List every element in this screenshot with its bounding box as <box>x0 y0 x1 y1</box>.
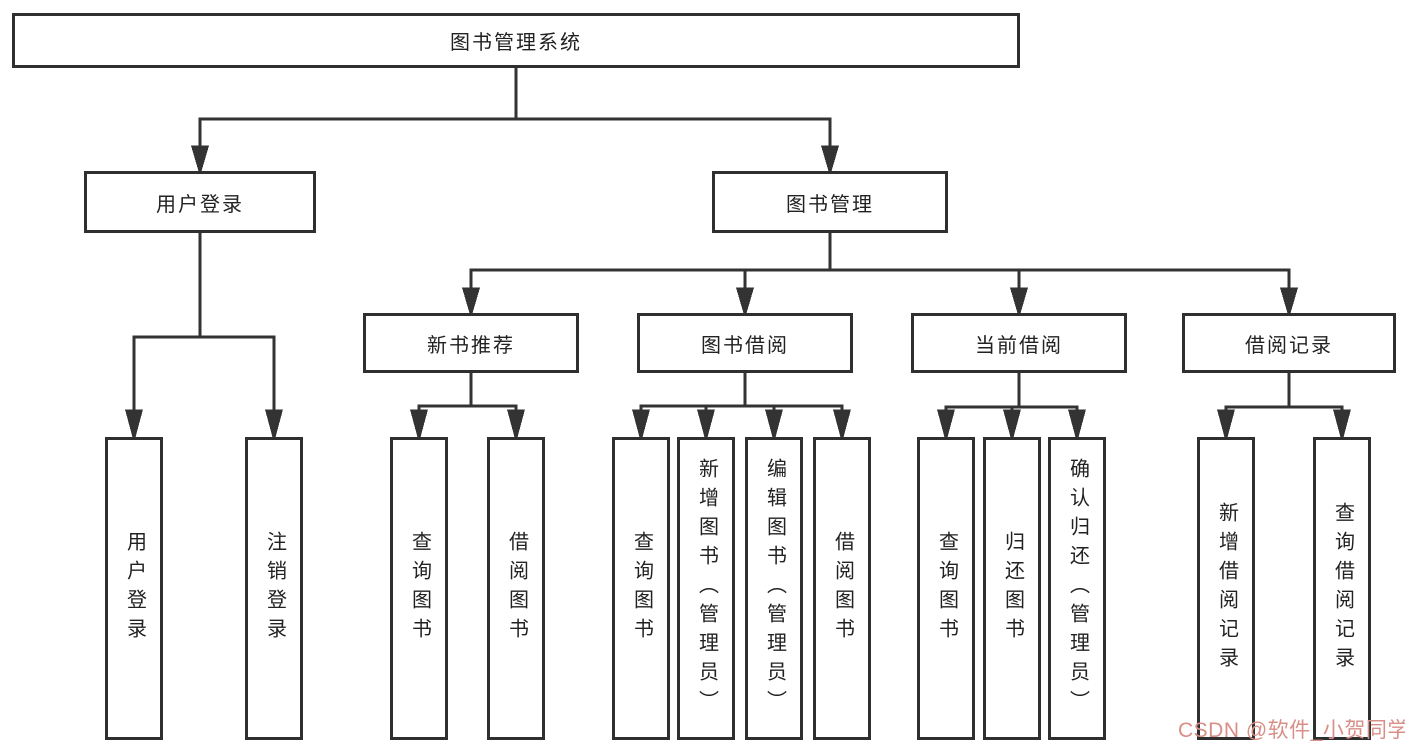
leaf-records-query: 查询借阅记录 <box>1313 437 1371 740</box>
node-new-book-recommend: 新书推荐 <box>363 313 579 373</box>
csdn-watermark: CSDN @软件_小贺同学 <box>1178 719 1405 742</box>
node-new-book-recommend-label: 新书推荐 <box>427 334 515 357</box>
node-current-borrow-label: 当前借阅 <box>975 334 1063 357</box>
node-book-borrow: 图书借阅 <box>637 313 853 373</box>
node-user-login-label: 用户登录 <box>156 193 244 216</box>
leaf-logout: 注销登录 <box>245 437 303 740</box>
leaf-records-add: 新增借阅记录 <box>1197 437 1255 740</box>
leaf-user-login-label: 用户登录 <box>123 530 146 647</box>
leaf-records-add-label: 新增借阅记录 <box>1215 501 1238 676</box>
node-book-management: 图书管理 <box>712 171 948 233</box>
leaf-current-query-label: 查询图书 <box>935 530 958 647</box>
leaf-newbook-borrow: 借阅图书 <box>487 437 545 740</box>
leaf-user-login: 用户登录 <box>105 437 163 740</box>
leaf-logout-label: 注销登录 <box>263 530 286 647</box>
leaf-newbook-query-label: 查询图书 <box>408 530 431 647</box>
node-borrow-records: 借阅记录 <box>1182 313 1396 373</box>
node-book-borrow-label: 图书借阅 <box>701 334 789 357</box>
leaf-current-query: 查询图书 <box>917 437 975 740</box>
leaf-borrow-query-label: 查询图书 <box>630 530 653 647</box>
leaf-borrow-add-admin: 新增图书（管理员） <box>677 437 735 740</box>
node-current-borrow: 当前借阅 <box>911 313 1127 373</box>
leaf-borrow-edit-admin: 编辑图书（管理员） <box>745 437 803 740</box>
node-user-login: 用户登录 <box>84 171 316 233</box>
leaf-newbook-query: 查询图书 <box>390 437 448 740</box>
leaf-borrow-borrow-label: 借阅图书 <box>831 530 854 647</box>
leaf-current-return: 归还图书 <box>983 437 1041 740</box>
leaf-newbook-borrow-label: 借阅图书 <box>505 530 528 647</box>
leaf-borrow-edit-admin-label: 编辑图书（管理员） <box>763 458 786 719</box>
node-root: 图书管理系统 <box>12 13 1020 68</box>
leaf-current-confirm-admin-label: 确认归还（管理员） <box>1066 458 1089 719</box>
node-book-management-label: 图书管理 <box>786 193 874 216</box>
leaf-records-query-label: 查询借阅记录 <box>1331 501 1354 676</box>
node-borrow-records-label: 借阅记录 <box>1245 334 1333 357</box>
leaf-borrow-add-admin-label: 新增图书（管理员） <box>695 458 718 719</box>
leaf-current-confirm-admin: 确认归还（管理员） <box>1048 437 1106 740</box>
leaf-borrow-query: 查询图书 <box>612 437 670 740</box>
node-root-label: 图书管理系统 <box>450 32 582 54</box>
leaf-current-return-label: 归还图书 <box>1001 530 1024 647</box>
leaf-borrow-borrow: 借阅图书 <box>813 437 871 740</box>
